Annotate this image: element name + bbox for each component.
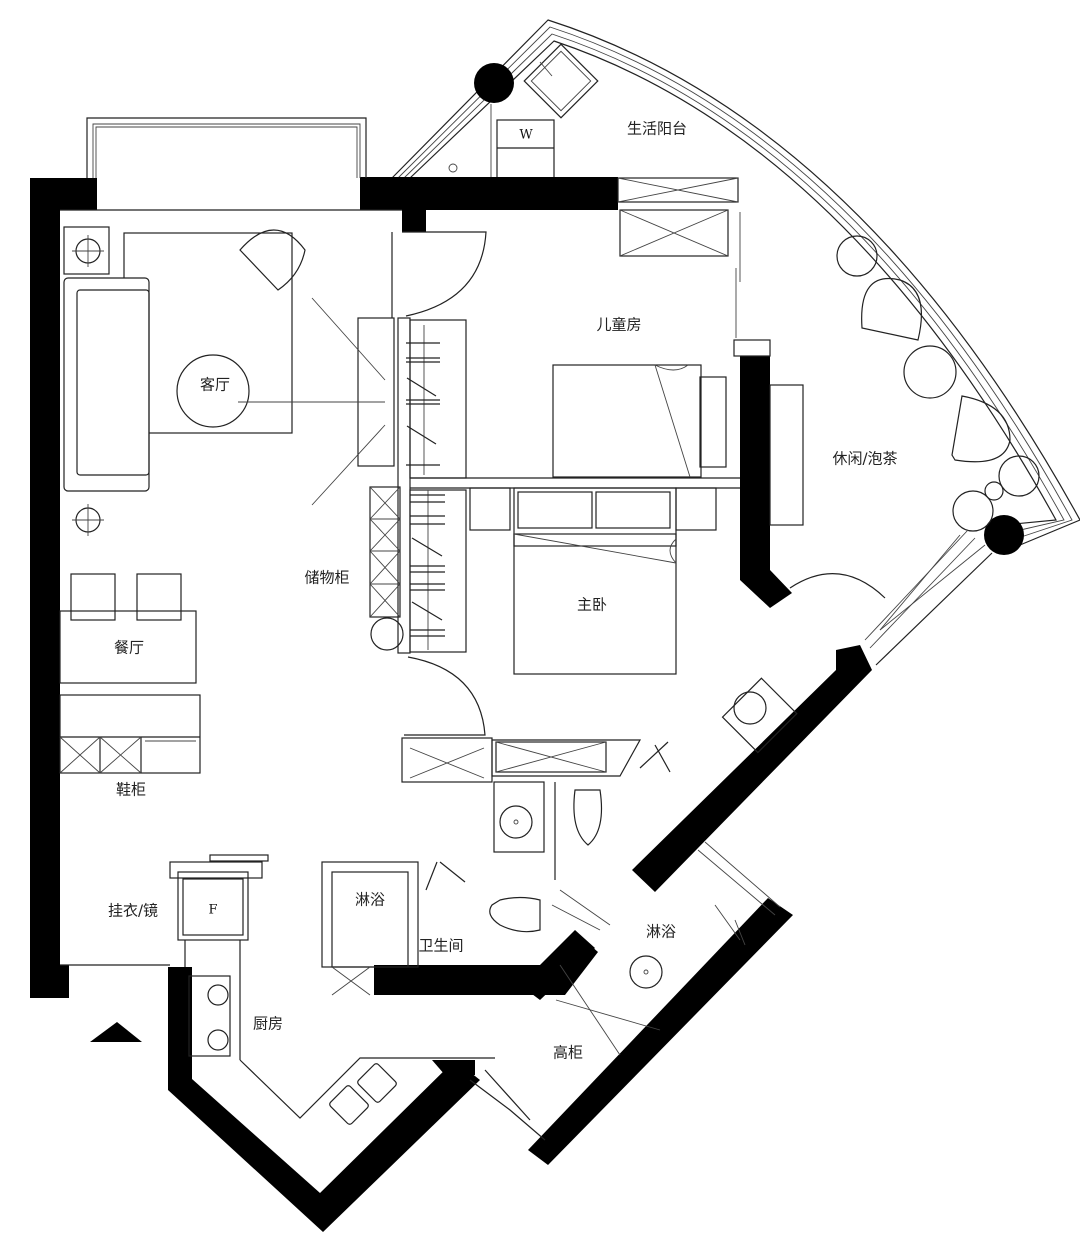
bathroom-vanity-cabinets: [401, 737, 671, 783]
label-coat-mirror: 挂衣/镜: [108, 902, 158, 920]
label-tall-cabinet: 高柜: [553, 1044, 583, 1062]
washer: W: [490, 104, 555, 179]
label-shower-main: 淋浴: [355, 891, 385, 909]
balcony-sliding-door: [864, 529, 993, 666]
label-shower-master: 淋浴: [646, 923, 676, 941]
small-balcony: [86, 117, 367, 178]
label-living-balcony: 生活阳台: [627, 120, 687, 138]
doors: [402, 231, 886, 736]
master-bed: [469, 487, 717, 675]
column-top: [474, 63, 514, 103]
dining-furniture: [59, 573, 197, 684]
column-right: [984, 515, 1024, 555]
label-bathroom: 卫生间: [418, 937, 463, 955]
master-bath-fixtures: [493, 781, 603, 880]
label-living-room: 客厅: [200, 376, 230, 394]
entrance-arrow-icon: [90, 1022, 142, 1042]
children-bed: [552, 364, 804, 526]
label-storage-cabinet: 储物柜: [304, 569, 349, 587]
laundry-sink: [523, 43, 599, 119]
room-labels: 生活阳台 儿童房 客厅 休闲/泡茶 储物柜 主卧 餐厅 鞋柜 挂衣/镜 淋浴 卫…: [108, 120, 898, 1062]
main-bath-fixtures: [321, 861, 541, 996]
label-master-bedroom: 主卧: [577, 596, 607, 614]
master-shower-fixtures: [551, 841, 781, 1056]
label-dining-room: 餐厅: [114, 639, 144, 657]
balcony-furniture: [836, 235, 1040, 532]
label-kitchen: 厨房: [253, 1015, 283, 1033]
label-shoe-cabinet: 鞋柜: [116, 781, 146, 799]
label-leisure-tea: 休闲/泡茶: [832, 450, 897, 468]
children-room-wardrobe: [617, 177, 771, 357]
washer-label: W: [519, 128, 533, 143]
shoe-cabinet-furniture: [59, 694, 201, 774]
curved-balcony-railing: [391, 19, 1080, 546]
walls: [30, 177, 872, 1232]
study-desk: [721, 677, 798, 754]
label-children-room: 儿童房: [596, 316, 641, 334]
storage-closet: [357, 317, 467, 653]
kitchen-furniture: F: [169, 854, 546, 1141]
fridge-label: F: [208, 903, 217, 918]
living-room-furniture: [63, 226, 386, 536]
